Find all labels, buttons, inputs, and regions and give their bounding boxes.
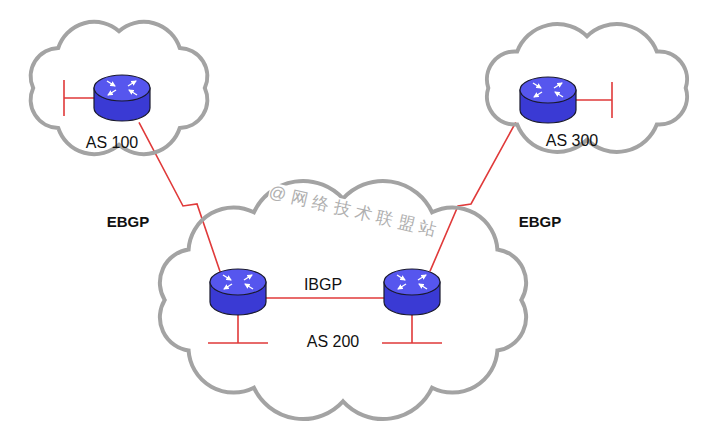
router-icon: [210, 269, 266, 315]
lan-segment: [382, 314, 442, 343]
text-holder: EBGP: [107, 213, 150, 231]
router-icon: [94, 75, 150, 121]
text-holder: AS 100: [86, 133, 138, 152]
as-label: AS 200: [307, 332, 359, 351]
text-holder: IBGP: [304, 275, 342, 294]
as-cloud: AS 100: [8, 6, 230, 170]
text-holder: @网络技术联盟站: [267, 202, 443, 222]
cloud-outline: [487, 24, 687, 152]
ibgp-link: [266, 297, 384, 299]
session-label: EBGP: [519, 213, 562, 231]
text-holder: EBGP: [519, 213, 562, 231]
cloud-outline: [31, 22, 208, 154]
cloud-outline: [160, 181, 526, 419]
lan-segment: [64, 80, 94, 116]
router-icon: [520, 77, 576, 123]
lan-segment: [576, 82, 612, 118]
lan-segment: [208, 314, 268, 343]
watermark: @网络技术联盟站: [267, 182, 443, 242]
as-cloud: AS 300: [462, 10, 712, 166]
as-label: AS 300: [546, 131, 598, 150]
link-label: IBGP: [304, 275, 342, 294]
router-icon: [384, 269, 440, 315]
session-label: EBGP: [107, 213, 150, 231]
text-holder: AS 200: [307, 332, 359, 351]
as-label: AS 100: [86, 133, 138, 152]
text-holder: AS 300: [546, 131, 598, 150]
